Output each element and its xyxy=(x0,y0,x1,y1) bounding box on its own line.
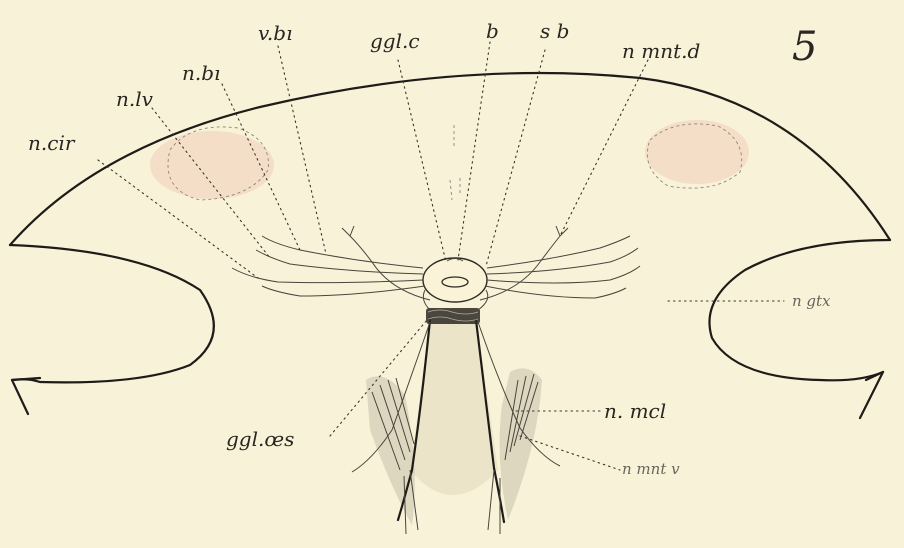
left-mantle-dorsal-nerve xyxy=(342,226,430,300)
median-line xyxy=(450,125,460,200)
label-n-cir: n.cir xyxy=(28,131,76,155)
figure-number: 5 xyxy=(792,24,817,70)
right-lower-fibres xyxy=(488,470,500,534)
label-ggl-c: ggl.c xyxy=(370,29,420,53)
cerebral-ganglion xyxy=(423,258,487,302)
right-nerve-4 xyxy=(485,286,626,298)
label-v-bi: v.bı xyxy=(258,21,292,45)
right-nerve-1 xyxy=(487,236,630,268)
oesophagus-shading xyxy=(410,318,498,495)
leader-ggl-c xyxy=(398,60,446,262)
left-nerve-3 xyxy=(232,268,423,283)
label-ggl-oes: ggl.œs xyxy=(226,427,294,451)
left-lateral-organ xyxy=(150,131,274,199)
label-n-mnt-d: n mnt.d xyxy=(622,39,700,63)
label-n-mnt-v: n mnt v xyxy=(622,460,680,478)
right-lateral-organ xyxy=(645,120,749,184)
left-nerve-4 xyxy=(262,286,425,296)
label-b: b xyxy=(486,19,499,43)
label-n-mcl: n. mcl xyxy=(604,399,666,423)
leader-sb xyxy=(486,50,545,266)
left-muscle-bundle xyxy=(366,376,415,525)
leader-v-bi xyxy=(278,46,326,254)
label-n-lv: n.lv xyxy=(116,87,154,111)
label-n-gtx: n gtx xyxy=(792,292,831,310)
right-lobe-outline xyxy=(709,240,890,380)
label-n-bi: n.bı xyxy=(182,61,220,85)
right-nerve-2 xyxy=(487,248,638,274)
leader-n-mnt-d xyxy=(560,60,648,236)
label-sb: s b xyxy=(540,19,569,43)
left-lobe-hook xyxy=(12,378,40,414)
left-lobe-outline xyxy=(10,245,214,382)
leader-n-mnt-v xyxy=(520,436,620,470)
left-nerve-2 xyxy=(256,250,423,274)
